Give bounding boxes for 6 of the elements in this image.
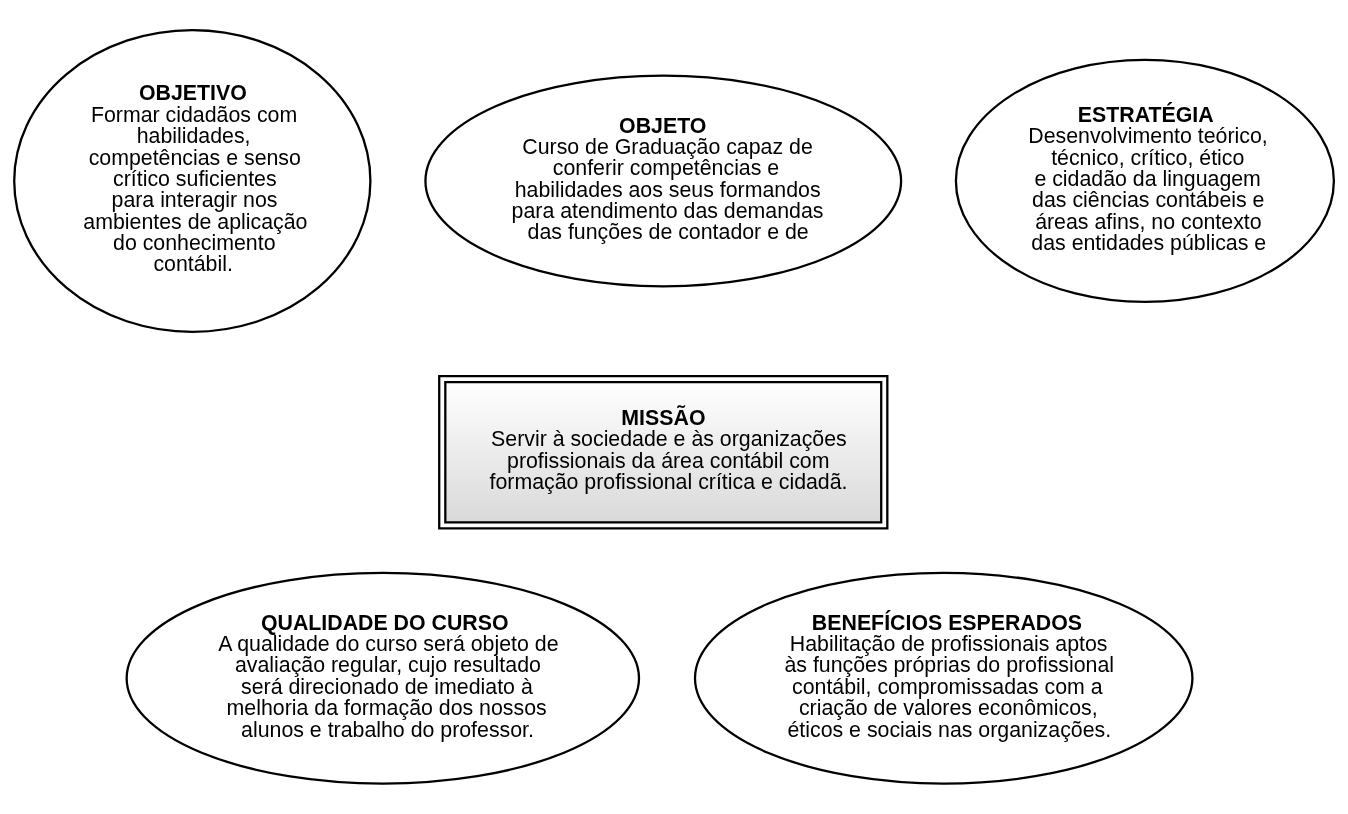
node-ellipse: QUALIDADE DO CURSO A qualidade do curso será objeto de avaliação regular, cujo resultado será direcionado de imediato à melhoria da formação dos nossos alunos e trabalho do professor. [125, 571, 641, 785]
node-ellipse: OBJETIVO Formar cidadãos com habilidades, competências e senso crítico suficientes para interagir nos ambientes de aplicação do conhecimento contábil. [13, 28, 372, 333]
node-box: MISSÃO Servir à sociedade e às organizações profissionais da área contábil com formação profissional crítica e cidadã. [438, 374, 889, 530]
node-ellipse: BENEFÍCIOS ESPERADOS Habilitação de profissionais aptos às funções próprias do profissional contábil, compromissadas com a criação de valores econômicos, éticos e sociais nas organizações. [693, 571, 1194, 785]
node-ellipse: ESTRATÉGIA Desenvolvimento teórico, técnico, crítico, ético e cidadão da linguagem das ciências contábeis e áreas afins, no contexto das entidades públicas e [954, 58, 1335, 304]
node-ellipse: OBJETO Curso de Graduação capaz de conferir competências e habilidades aos seus formandos para atendimento das demandas das funções de contador e de [424, 74, 903, 288]
